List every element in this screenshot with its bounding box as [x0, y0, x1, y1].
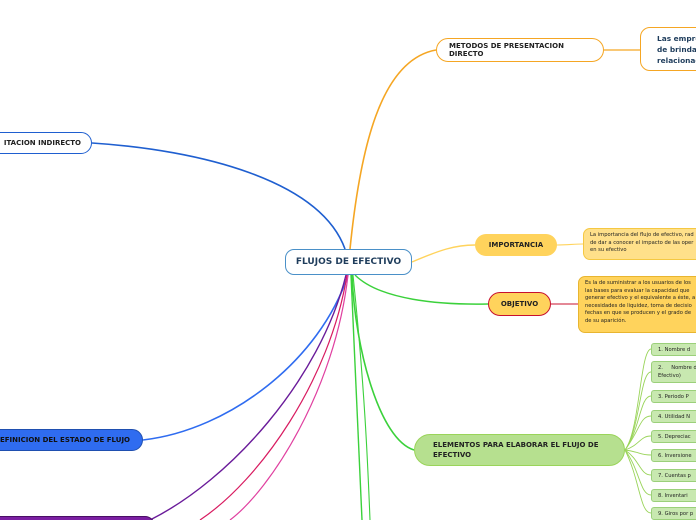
link-magenta-1 — [199, 274, 348, 520]
note-metodo-directo[interactable]: Las empre de brinda relacionad — [640, 27, 696, 71]
list-links — [624, 348, 652, 514]
note-importancia-line-1: La importancia del flujo de efectivo, ra… — [590, 232, 694, 238]
elemento-item-3[interactable]: 3. Periodo P — [651, 390, 696, 403]
branch-objetivo[interactable]: OBJETIVO — [488, 292, 551, 316]
elemento-item-9-label: 9. Giros por p — [658, 510, 694, 517]
link-objetivo — [354, 274, 489, 305]
note-directo-line-3: relacionad — [657, 56, 696, 65]
link-indirecto — [91, 142, 346, 250]
note-objetivo-line-5: fechas en que se producen y el grado de — [585, 310, 692, 317]
note-importancia[interactable]: La importancia del flujo de efectivo, ra… — [583, 228, 696, 260]
link-green-down-2 — [352, 274, 371, 520]
branch-metodo-indirecto-label: ITACION INDIRECTO — [3, 139, 81, 147]
note-directo-line-2: de brinda — [657, 45, 696, 54]
elemento-item-8[interactable]: 8. Inventari — [651, 489, 696, 502]
link-definicion — [142, 274, 349, 441]
branch-elementos[interactable]: ELEMENTOS PARA ELABORAR EL FLUJO DE EFEC… — [414, 434, 625, 466]
elemento-item-6[interactable]: 6. Inversione — [651, 449, 696, 462]
elemento-item-4[interactable]: 4. Utilidad N — [651, 410, 696, 423]
elemento-item-9[interactable]: 9. Giros por p — [651, 507, 696, 520]
elemento-item-7-label: 7. Cuentas p — [658, 472, 691, 479]
elemento-item-1-label: 1. Nombre d — [658, 346, 691, 353]
note-objetivo-line-4: necesidades de liquidez, toma de decisio — [585, 302, 692, 309]
note-directo-line-1: Las empre — [657, 34, 696, 43]
elemento-item-6-label: 6. Inversione — [658, 452, 692, 459]
link-purple — [149, 274, 347, 520]
note-objetivo-line-6: de su aparición. — [585, 317, 627, 324]
branch-metodo-directo[interactable]: METODOS DE PRESENTACION DIRECTO — [436, 38, 604, 62]
central-topic-label: FLUJOS DE EFECTIVO — [295, 257, 402, 267]
branch-importancia[interactable]: IMPORTANCIA — [475, 234, 557, 256]
elemento-item-2-label: 2. Nombre d Efectivo) — [658, 365, 696, 379]
note-objetivo-line-3: generar efectivo y el equivalente a éste… — [585, 295, 696, 302]
branch-importancia-label: IMPORTANCIA — [488, 241, 544, 249]
branch-metodo-directo-label: METODOS DE PRESENTACION DIRECTO — [449, 42, 564, 58]
link-directo — [349, 49, 437, 250]
branch-definicion[interactable]: EFINICION DEL ESTADO DE FLUJO — [0, 429, 143, 451]
elemento-item-2[interactable]: 2. Nombre d Efectivo) — [651, 361, 696, 383]
link-importancia — [411, 244, 476, 263]
branch-metodo-indirecto[interactable]: ITACION INDIRECTO — [0, 132, 92, 154]
link-magenta-2 — [229, 274, 349, 520]
branch-purple-partial[interactable] — [0, 516, 155, 520]
branch-definicion-label: EFINICION DEL ESTADO DE FLUJO — [0, 436, 130, 444]
elemento-item-5[interactable]: 5. Depreciac — [651, 430, 696, 443]
elemento-item-4-label: 4. Utilidad N — [658, 413, 691, 420]
elemento-item-1[interactable]: 1. Nombre d — [651, 343, 696, 356]
note-objetivo-line-1: Es la de suministrar a los usuarios de l… — [585, 280, 691, 286]
elemento-item-8-label: 8. Inventari — [658, 492, 688, 499]
elemento-item-5-label: 5. Depreciac — [658, 433, 691, 440]
branch-elementos-label: ELEMENTOS PARA ELABORAR EL FLUJO DE EFEC… — [433, 441, 599, 459]
central-topic[interactable]: FLUJOS DE EFECTIVO — [285, 249, 412, 275]
elemento-item-3-label: 3. Periodo P — [658, 393, 689, 400]
branch-objetivo-label: OBJETIVO — [500, 300, 539, 308]
note-objetivo[interactable]: Es la de suministrar a los usuarios de l… — [578, 276, 696, 333]
link-elementos — [351, 274, 415, 451]
link-importancia-note — [556, 243, 584, 246]
link-green-down — [350, 274, 363, 520]
elemento-item-7[interactable]: 7. Cuentas p — [651, 469, 696, 482]
note-importancia-line-3: en su efectivo — [590, 247, 627, 254]
note-objetivo-line-2: las bases para evaluar la capacidad que — [585, 287, 690, 294]
note-importancia-line-2: de dar a conocer el impacto de las oper — [590, 239, 694, 246]
